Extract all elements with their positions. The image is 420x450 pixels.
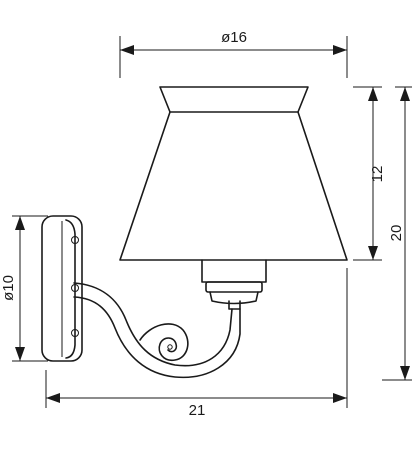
arm-outer-contour <box>73 282 233 367</box>
shade-outline <box>119 86 348 261</box>
arrowhead-top <box>368 87 378 101</box>
backplate-outer <box>41 215 83 362</box>
arm-scroll-spiral <box>139 323 189 362</box>
backplate-front-face <box>65 219 76 359</box>
arm-inner-contour <box>73 296 241 379</box>
backplate-screw-lower <box>71 329 79 337</box>
arrowhead-right <box>333 45 347 55</box>
lamp-arm <box>73 282 241 379</box>
total-depth-label: 21 <box>189 402 206 419</box>
backplate-diameter-label: ø10 <box>0 275 17 301</box>
backplate-screw-bottom <box>71 284 79 292</box>
dimension-total-height: 20 <box>382 86 412 381</box>
dimension-shade-diameter: ø16 <box>119 29 348 78</box>
arrowhead-left <box>46 393 60 403</box>
arrowhead-left <box>120 45 134 55</box>
arrowhead-bottom <box>15 347 25 361</box>
total-height-label: 20 <box>388 225 405 242</box>
shade-diameter-label: ø16 <box>221 29 247 46</box>
arrowhead-top <box>400 87 410 101</box>
dimension-total-depth: 21 <box>45 268 348 419</box>
socket-collar <box>205 281 263 293</box>
arrowhead-top <box>15 216 25 230</box>
socket-nipple <box>228 300 241 310</box>
backplate-screw-top <box>71 236 79 244</box>
lamp-shade <box>119 86 348 261</box>
wall-backplate <box>41 215 83 362</box>
dimension-shade-height: 12 <box>353 86 386 261</box>
arrowhead-right <box>333 393 347 403</box>
shade-height-label: 12 <box>369 166 386 183</box>
lamp-socket <box>201 259 267 310</box>
arrowhead-bottom <box>368 246 378 260</box>
socket-base-ring <box>209 291 259 305</box>
arrowhead-bottom <box>400 366 410 380</box>
dimension-backplate-diameter: ø10 <box>0 215 48 362</box>
arm-scroll-center <box>167 344 173 350</box>
socket-body <box>201 259 267 283</box>
